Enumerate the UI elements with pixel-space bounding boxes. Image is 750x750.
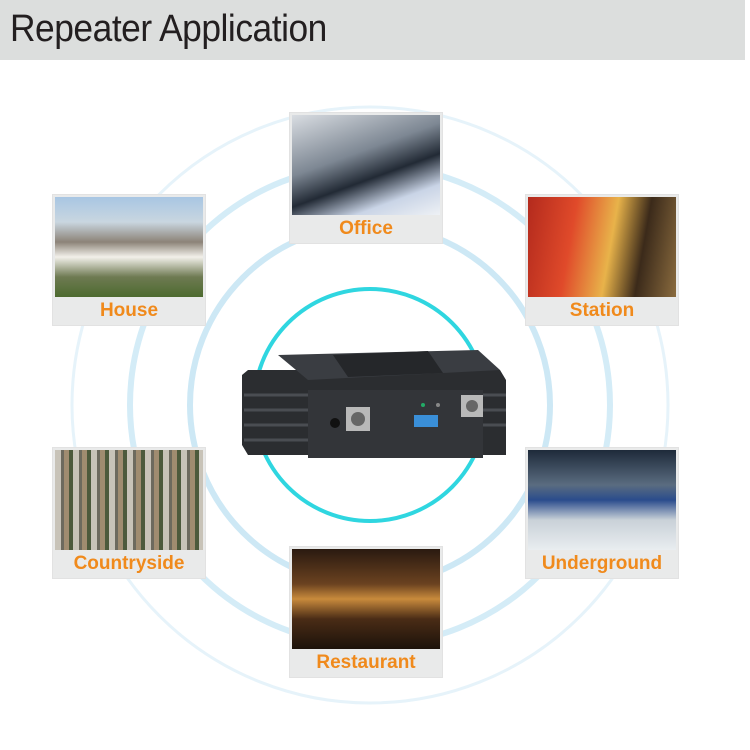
application-label: Countryside xyxy=(73,553,185,574)
house-photo xyxy=(55,197,203,297)
restaurant-photo xyxy=(292,549,440,649)
application-card-office: Office xyxy=(290,113,442,243)
underground-photo xyxy=(528,450,676,550)
application-card-countryside: Countryside xyxy=(53,448,205,578)
repeater-device-image xyxy=(242,350,506,458)
header-bar: Repeater Application xyxy=(0,0,745,60)
application-card-underground: Underground xyxy=(526,448,678,578)
application-label: Underground xyxy=(541,553,663,574)
application-label: Restaurant xyxy=(316,652,416,673)
application-card-restaurant: Restaurant xyxy=(290,547,442,677)
outer-ring-3 xyxy=(70,105,670,705)
application-label: Station xyxy=(569,300,635,321)
application-card-station: Station xyxy=(526,195,678,325)
page-title: Repeater Application xyxy=(10,8,327,50)
station-photo xyxy=(528,197,676,297)
application-label: Office xyxy=(339,218,393,239)
office-photo xyxy=(292,115,440,215)
application-label: House xyxy=(99,300,159,321)
countryside-photo xyxy=(55,450,203,550)
application-card-house: House xyxy=(53,195,205,325)
